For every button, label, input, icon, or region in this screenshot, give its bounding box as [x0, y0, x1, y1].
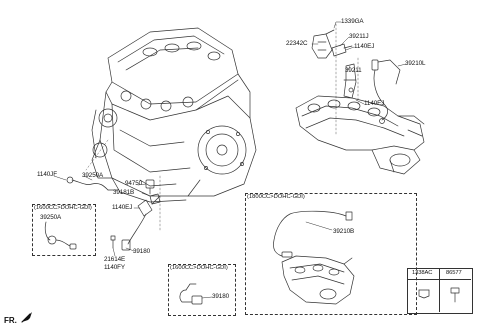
label-1339ga: 1339GA: [341, 18, 364, 25]
fastener-table: [407, 268, 473, 314]
fastener-table-divider: [439, 268, 440, 312]
engine-block-illustration: [92, 28, 256, 202]
sensor-39211j: [332, 44, 352, 56]
label-1140jf: 1140JF: [37, 171, 57, 178]
bracket-22342c: [312, 30, 334, 58]
label-39250a: 39250A: [82, 172, 104, 179]
bolt-86577-icon: [451, 288, 459, 302]
clip-1338ac-icon: [419, 290, 429, 298]
box-right-1800cc: [245, 193, 417, 315]
box-right-title: (1800CC>DOHC-GDI): [247, 194, 305, 200]
label-1140fy: 1140FY: [104, 264, 125, 271]
label-39211j: 39211J: [349, 33, 369, 40]
box-bottom-title: (1600CC>DOHC-GDI): [170, 265, 228, 271]
knock-sensor-39250a: [67, 177, 118, 190]
table-col-86577: 86577: [446, 270, 462, 276]
fr-label: FR.: [4, 316, 17, 325]
label-1140ej-top: 1140EJ: [354, 43, 375, 50]
label-22342c: 22342C: [286, 40, 308, 47]
label-39180: 39180: [133, 248, 151, 255]
sensor-94750: [146, 180, 154, 194]
exhaust-manifold-top: [296, 96, 424, 174]
oxygen-sensor-39210b: [273, 211, 352, 257]
exhaust-manifold-bottom: [282, 256, 354, 304]
bracket-39211: [344, 64, 356, 98]
label-1140ej-mid: 1140EJ: [364, 100, 385, 107]
crank-sensor-1600cc: [180, 284, 202, 304]
table-col-1338ac: 1338AC: [412, 270, 433, 276]
label-39180-box: 39180: [212, 293, 230, 300]
bracket-39181b: [150, 194, 160, 204]
box-left-title: (1600CC>DOHC-GDI): [34, 205, 92, 211]
oxygen-sensor-39210l: [372, 60, 400, 124]
label-39181b: 39181B: [113, 189, 135, 196]
knock-sensor-1600cc: [45, 222, 76, 249]
label-39250a-box: 39250A: [40, 214, 62, 221]
label-39210b: 39210B: [333, 228, 355, 235]
label-39210l: 39210L: [405, 60, 426, 67]
label-21614e: 21614E: [104, 256, 126, 263]
box-left-1600cc: [32, 204, 96, 256]
label-1140ej-left: 1140EJ: [112, 204, 133, 211]
label-94750: 94750: [125, 180, 143, 187]
label-39211: 39211: [345, 67, 362, 74]
bolt-21614e: [111, 236, 115, 248]
box-bottom-1600cc: [168, 264, 236, 316]
